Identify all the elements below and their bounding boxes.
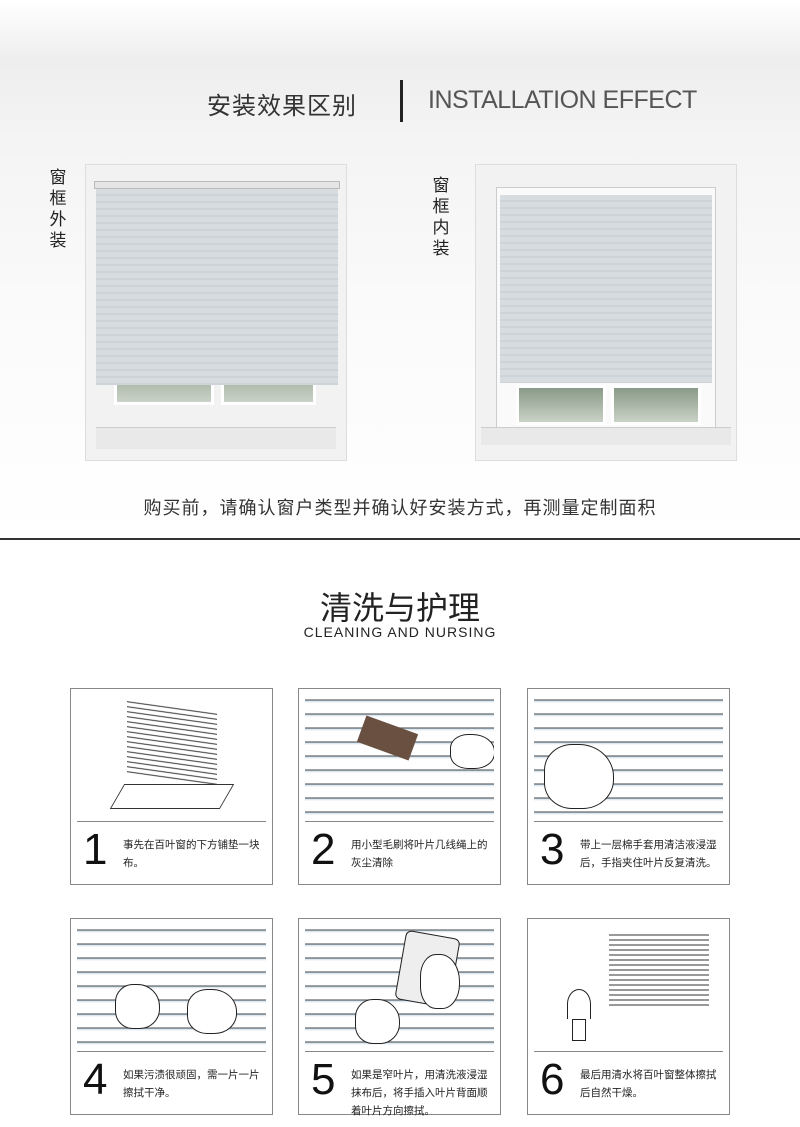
inside-mount-photo	[475, 164, 737, 461]
outside-mount-photo	[85, 164, 347, 461]
step-number: 1	[83, 825, 108, 874]
step-text: 最后用清水将百叶窗整体擦拭后自然干燥。	[580, 1069, 717, 1099]
step-card-4: 4 如果污渍很顽固，需一片一片擦拭干净。	[70, 918, 273, 1115]
install-title-cn: 安装效果区别	[207, 92, 357, 120]
inside-mount-label: 窗框内装	[432, 176, 450, 259]
step-card-1: 1 事先在百叶窗的下方铺垫一块布。	[70, 688, 273, 885]
step-number: 4	[83, 1055, 108, 1104]
step-text: 如果污渍很顽固，需一片一片擦拭干净。	[123, 1069, 260, 1099]
step-text: 用小型毛刷将叶片几线绳上的灰尘清除	[351, 839, 488, 869]
cleaning-title-cn: 清洗与护理	[319, 589, 480, 627]
step-number: 2	[311, 825, 336, 874]
install-title-en: INSTALLATION EFFECT	[428, 86, 697, 114]
step-text: 如果是窄叶片，用清洗液浸湿抹布后，将手插入叶片背面顺着叶片方向擦拭。	[351, 1069, 488, 1117]
step-card-2: 2 用小型毛刷将叶片几线绳上的灰尘清除	[298, 688, 501, 885]
step-card-3: 3 带上一层棉手套用清洁液浸湿后，手指夹住叶片反复清洗。	[527, 688, 730, 885]
install-caption: 购买前，请确认窗户类型并确认好安装方式，再测量定制面积	[143, 498, 657, 519]
wipe-slats-illustration	[77, 919, 266, 1052]
cleaning-title-en: CLEANING AND NURSING	[303, 624, 497, 640]
glove-cleaning-illustration	[534, 689, 723, 822]
blind-on-floor-cloth-illustration	[77, 689, 266, 822]
cloth-wipe-illustration	[305, 919, 494, 1052]
step-number: 5	[311, 1055, 336, 1104]
step-number: 3	[540, 825, 565, 874]
drying-blind-illustration	[534, 919, 723, 1052]
brush-cleaning-illustration	[305, 689, 494, 822]
step-card-6: 6 最后用清水将百叶窗整体擦拭后自然干燥。	[527, 918, 730, 1115]
step-text: 事先在百叶窗的下方铺垫一块布。	[123, 839, 260, 869]
outside-mount-label: 窗框外装	[49, 168, 67, 251]
step-number: 6	[540, 1055, 565, 1104]
title-divider	[400, 80, 403, 122]
step-card-5: 5 如果是窄叶片，用清洗液浸湿抹布后，将手插入叶片背面顺着叶片方向擦拭。	[298, 918, 501, 1117]
step-text: 带上一层棉手套用清洁液浸湿后，手指夹住叶片反复清洗。	[580, 839, 717, 869]
section-divider	[0, 538, 800, 540]
